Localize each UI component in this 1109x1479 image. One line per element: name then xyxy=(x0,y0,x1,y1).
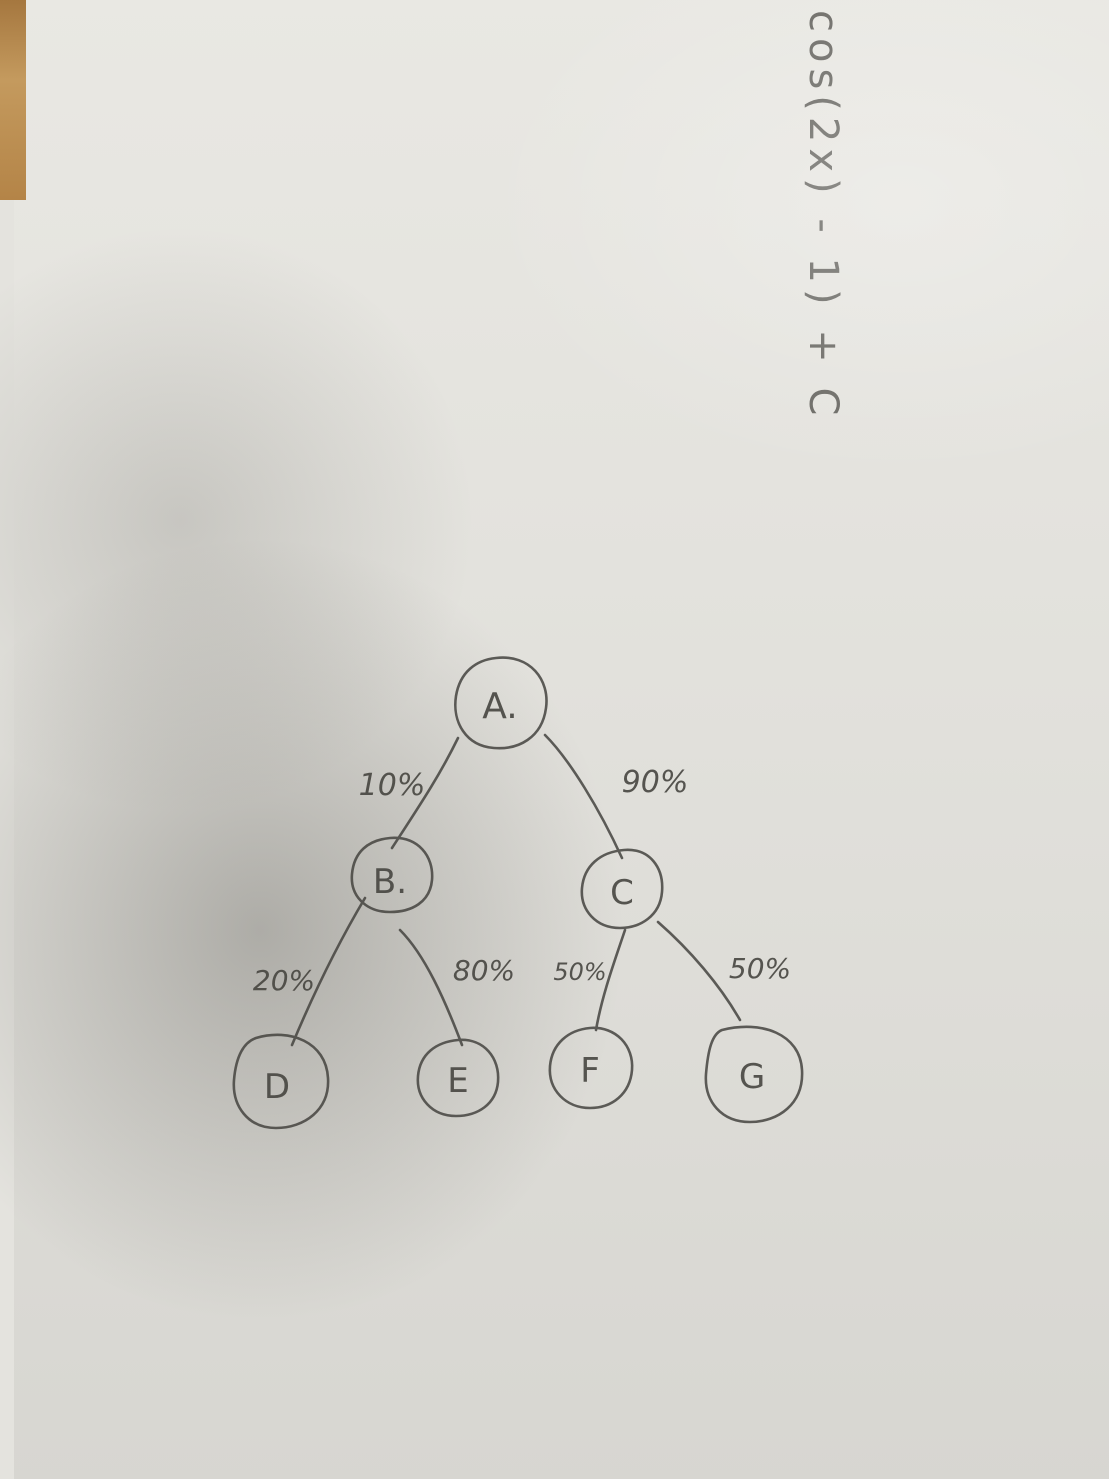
edge-label-c-f: 50% xyxy=(553,958,606,986)
node-d-label: D xyxy=(264,1067,290,1107)
formula-text: cos(2x) - 1) + C xyxy=(800,10,846,421)
edge-b-e xyxy=(398,928,464,1047)
edge-c-g xyxy=(656,920,742,1022)
edge-label-a-c: 90% xyxy=(622,765,689,800)
edge-label-b-e: 80% xyxy=(453,954,515,987)
node-b: B. xyxy=(350,836,434,914)
wood-table-edge xyxy=(0,0,26,200)
node-e: E xyxy=(416,1038,500,1118)
node-f-label: F xyxy=(580,1051,600,1091)
edge-c-f xyxy=(594,928,627,1032)
node-g-label: G xyxy=(739,1057,765,1097)
tree-edges xyxy=(290,733,742,1047)
edge-b-d xyxy=(290,896,367,1047)
node-g: G xyxy=(704,1025,804,1124)
edge-a-b xyxy=(390,736,460,850)
paper-sheet xyxy=(14,0,1109,1479)
edge-label-a-b: 10% xyxy=(359,768,426,803)
edge-a-c xyxy=(543,733,624,860)
edge-label-b-d: 20% xyxy=(253,964,315,997)
node-f: F xyxy=(548,1026,634,1110)
node-a: A. xyxy=(454,656,548,750)
node-a-label: A. xyxy=(482,686,517,727)
node-c: C xyxy=(580,848,664,930)
node-e-label: E xyxy=(447,1061,468,1101)
edge-labels: 10% 90% 20% 80% 50% 50% xyxy=(253,765,791,997)
node-d: D xyxy=(232,1033,330,1130)
edge-label-c-g: 50% xyxy=(729,952,791,985)
node-b-label: B. xyxy=(373,862,407,902)
node-c-label: C xyxy=(610,873,634,913)
